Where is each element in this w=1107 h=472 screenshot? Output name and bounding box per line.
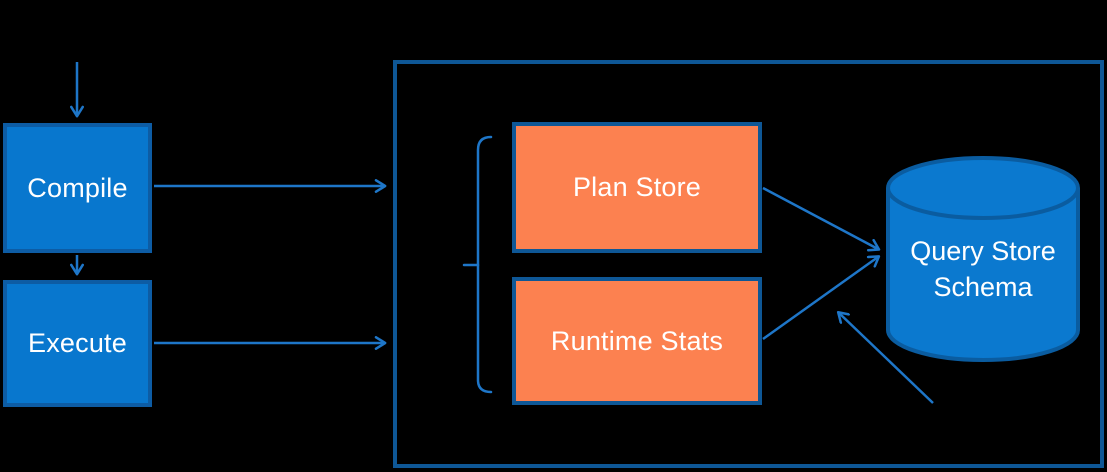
compile-node: Compile [3, 123, 152, 253]
arrow-bottom-right-to-schema [839, 313, 934, 404]
runtime-stats-node: Runtime Stats [512, 277, 762, 405]
execute-node: Execute [3, 280, 152, 407]
arrow-runtime-stats-to-schema [762, 257, 878, 341]
arrow-plan-store-to-schema [762, 186, 878, 249]
compile-label: Compile [27, 172, 128, 203]
runtime-stats-label: Runtime Stats [550, 325, 724, 356]
query-store-schema-label: Query Store Schema [910, 236, 1056, 302]
plan-store-node: Plan Store [512, 122, 762, 253]
query-store-container [393, 60, 1104, 468]
database-cylinder-icon [886, 156, 1080, 362]
plan-store-label: Plan Store [572, 172, 702, 202]
grouping-bracket-icon [462, 135, 493, 394]
execute-label: Execute [28, 328, 127, 358]
